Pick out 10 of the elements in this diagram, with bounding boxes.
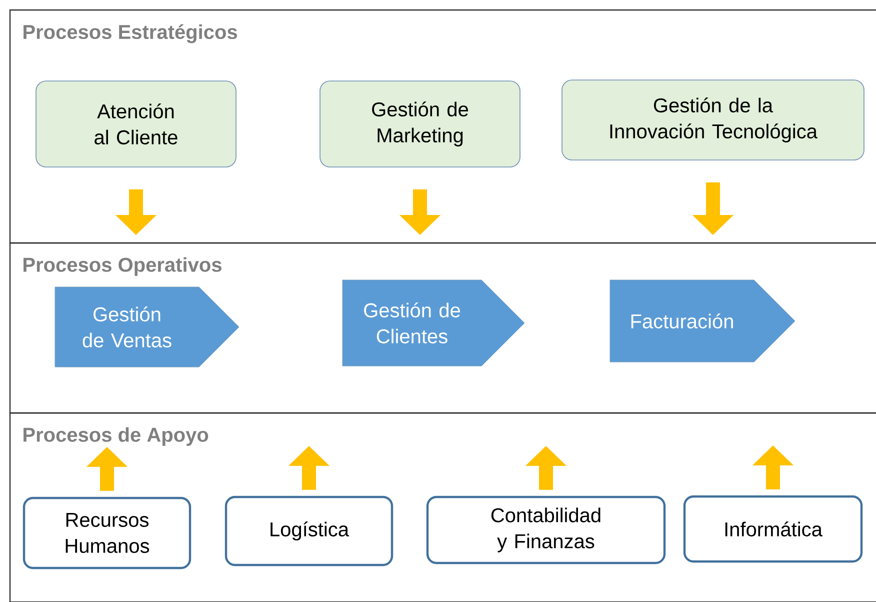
operative-process-chevron: Gestión de Clientes [342, 280, 525, 366]
support-process-box: Contabilidad y Finanzas [426, 496, 666, 564]
support-process-box: Informática [683, 495, 863, 563]
strategic-process-box: Gestión de la Innovación Tecnológica [562, 80, 864, 160]
strategic-process-box: Atención al Cliente [36, 80, 236, 168]
operative-process-chevron: Gestión de Ventas [54, 286, 240, 368]
operative-process-chevron: Facturación [610, 280, 796, 362]
support-process-box: Logística [224, 496, 394, 566]
support-process-box: Recursos Humanos [22, 496, 192, 570]
strategic-process-box: Gestión de Marketing [320, 80, 520, 168]
